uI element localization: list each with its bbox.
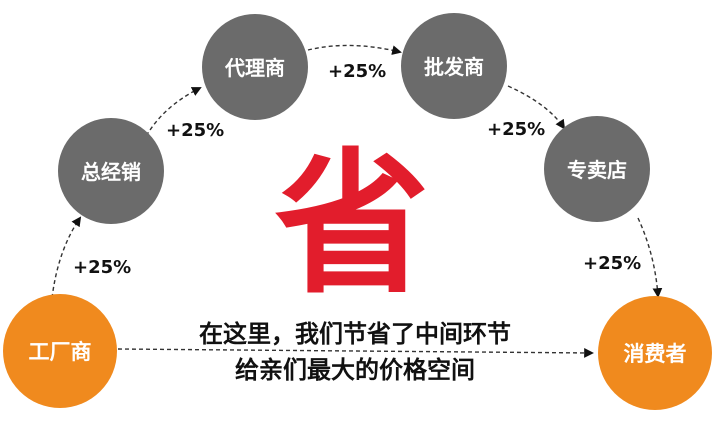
markup-label-1: +25% xyxy=(73,257,131,278)
node-factory-label: 工厂商 xyxy=(29,340,92,364)
node-wholesaler: 批发商 xyxy=(401,13,507,119)
markup-label-2: +25% xyxy=(166,120,224,141)
message-line-1: 在这里，我们节省了中间环节 xyxy=(199,320,511,348)
node-consumer: 消费者 xyxy=(598,296,712,410)
node-factory: 工厂商 xyxy=(3,294,117,408)
node-distributor-label: 总经销 xyxy=(81,160,141,184)
node-consumer-label: 消费者 xyxy=(624,342,687,366)
markup-label-5: +25% xyxy=(583,253,641,274)
node-store-label: 专卖店 xyxy=(567,158,627,182)
node-agent-label: 代理商 xyxy=(224,56,285,80)
center-save-character: 省 xyxy=(275,134,430,315)
arrow-agent-to-wholesaler xyxy=(307,44,402,55)
markup-label-3: +25% xyxy=(328,61,386,82)
arrow-factory-to-distributor xyxy=(51,216,82,299)
node-agent: 代理商 xyxy=(202,14,308,120)
node-wholesaler-label: 批发商 xyxy=(424,55,484,79)
arrow-wholesaler-to-store xyxy=(507,85,566,130)
node-distributor: 总经销 xyxy=(58,118,164,224)
node-store: 专卖店 xyxy=(544,116,650,222)
arrow-factory-to-consumer xyxy=(117,348,594,358)
message-line-2: 给亲们最大的价格空间 xyxy=(235,356,475,384)
arrow-store-to-consumer xyxy=(637,217,663,298)
markup-label-4: +25% xyxy=(487,119,545,140)
